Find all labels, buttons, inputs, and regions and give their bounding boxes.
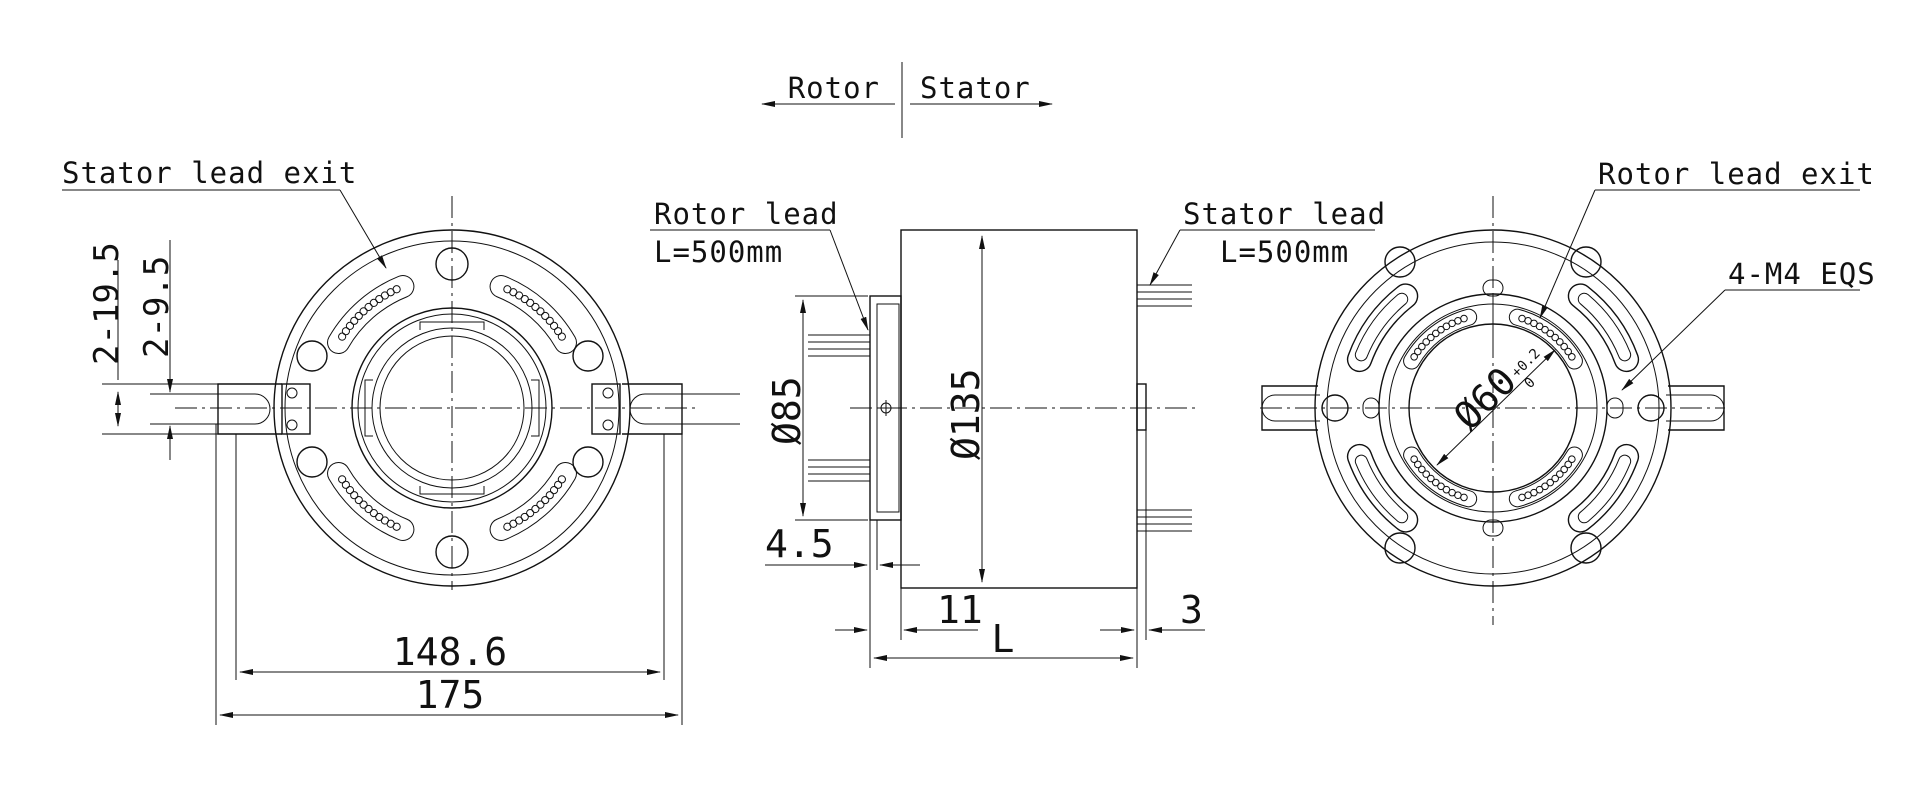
rotor-lead-label: Rotor lead xyxy=(654,197,839,231)
dim-shoulder: 3 xyxy=(1180,588,1203,632)
stator-lead-length: L=500mm xyxy=(1220,235,1349,269)
stator-lead-label: Stator lead xyxy=(1183,197,1386,231)
rotor-lead-exit-label: Rotor lead exit xyxy=(1598,157,1875,191)
dim-slot-inner: 2-9.5 xyxy=(137,256,177,358)
rotor-label: Rotor xyxy=(788,71,880,105)
stator-label: Stator xyxy=(920,71,1031,105)
dim-slot-outer: 2-19.5 xyxy=(87,242,127,365)
dim-offset: 11 xyxy=(937,588,983,632)
side-view: Rotor lead L=500mm Stator lead L=500mm Ø… xyxy=(650,197,1386,668)
dim-flange-thickness: 4.5 xyxy=(765,522,834,566)
dim-flange-diameter: Ø85 xyxy=(765,376,809,445)
left-mount-tab xyxy=(160,383,311,435)
stator-lead-exit-label: Stator lead exit xyxy=(62,156,357,190)
left-end-view: Stator lead exit xyxy=(62,156,740,725)
dim-hole-spacing: 148.6 xyxy=(393,630,507,674)
holes-label: 4-M4 EQS xyxy=(1728,257,1876,291)
right-mount-tab xyxy=(591,383,740,435)
rotor-lead-length: L=500mm xyxy=(654,235,783,269)
dim-length: L xyxy=(992,617,1015,661)
rotor-stator-indicator: Rotor Stator xyxy=(761,62,1053,138)
dim-tab-length: 175 xyxy=(416,673,485,717)
dim-body-diameter: Ø135 xyxy=(944,368,988,460)
